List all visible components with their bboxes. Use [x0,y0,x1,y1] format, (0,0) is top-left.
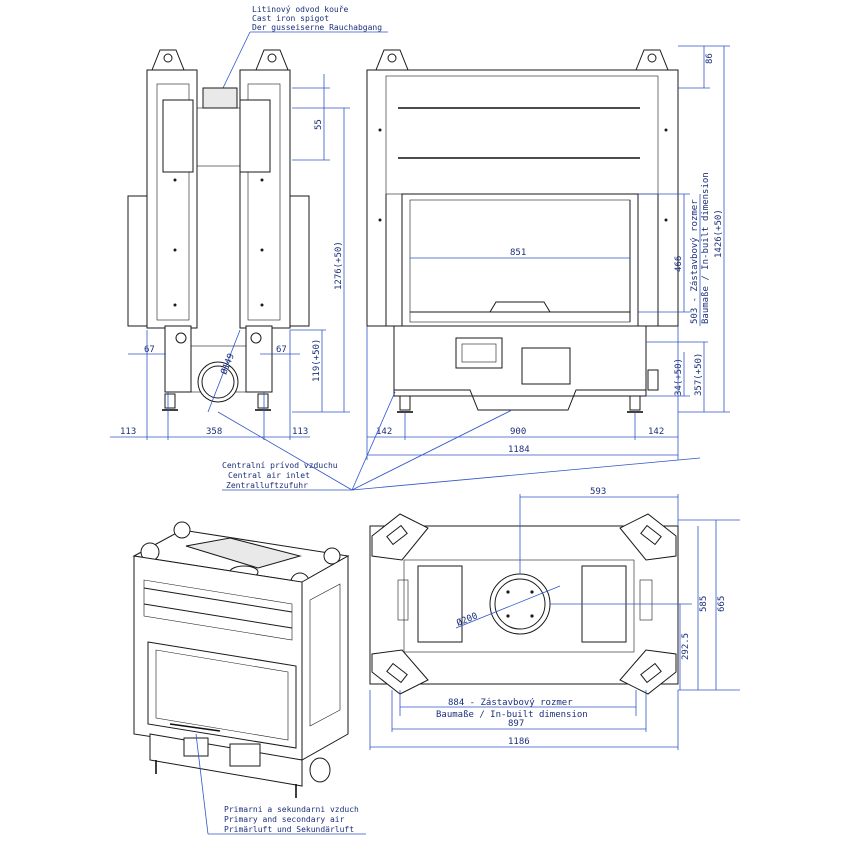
primary-air-note-de: Primärluft und Sekundärluft [224,825,354,834]
dim-leg-left: 142 [376,427,392,437]
dim-front-total-width: 1184 [508,445,530,455]
dim-depth-b: 585 [699,596,709,612]
dim-foot-right: 113 [292,427,308,437]
dim-lower-1: 34(+50) [674,358,684,396]
central-air-note-de: Zentralluftzufuhr [226,481,308,490]
dim-air-inlet-height: 119(+50) [312,339,322,382]
spigot-note-de: Der gusseiserne Rauchabgang [252,23,382,32]
primary-air-note-en: Primary and secondary air [224,815,345,824]
dim-foot-left: 113 [120,427,136,437]
dim-top-total-width: 1186 [508,737,530,747]
dim-depth-a: 292.5 [681,633,691,660]
top-view-dimensions: 593 Ø200 292.5 585 665 884 - Zástavbový … [369,487,740,750]
primary-air-note-cz: Primarni a sekundarni vzduch [224,805,359,814]
spigot-note-en: Cast iron spigot [252,14,329,23]
central-air-note: Centralní prívod vzduchu Central air inl… [217,391,701,491]
dim-front-total-height: 1426(+50) [714,209,724,258]
primary-air-note: Primarni a sekundarni vzduch Primary and… [195,733,366,835]
dim-glass-height: 466 [674,256,684,272]
isometric-view [132,521,350,798]
side-view-dimensions: 55 1276(+50) 119(+50) Ø149 67 67 113 358… [110,74,350,440]
dim-flue-offset: 593 [590,487,606,497]
dim-side-width: 358 [206,427,222,437]
dim-front-top: 86 [705,53,715,64]
front-view [366,49,679,413]
front-view-dimensions: 86 851 466 503 - Zástavbový rozmer Bauma… [366,45,730,460]
spigot-note: Litinový odvod kouře Cast iron spigot De… [221,5,388,91]
dim-build-width-label-2: Baumaße / In-built dimension [436,710,588,720]
dim-build-height-label: 503 - Zástavbový rozmer [690,199,700,324]
dim-depth-c: 665 [717,596,727,612]
central-air-note-cz: Centralní prívod vzduchu [222,461,338,470]
central-air-note-en: Central air inlet [228,471,310,480]
spigot-note-cz: Litinový odvod kouře [252,5,349,14]
dim-build-width-label: 884 - Zástavbový rozmer [448,698,573,708]
dim-offset-right: 67 [276,345,287,355]
dim-leg-right: 142 [648,427,664,437]
dim-spigot-height: 55 [314,119,324,130]
dim-glass-width: 851 [510,248,526,258]
dim-base-width: 897 [508,719,524,729]
dim-build-height-label-2: Baumaße / In-built dimension [701,172,711,324]
dim-leg-span: 900 [510,427,526,437]
dim-lower-2: 357(+50) [694,353,704,396]
dim-offset-left: 67 [144,345,155,355]
top-view [369,513,679,695]
dim-side-height: 1276(+50) [334,241,344,290]
side-view [127,49,310,411]
